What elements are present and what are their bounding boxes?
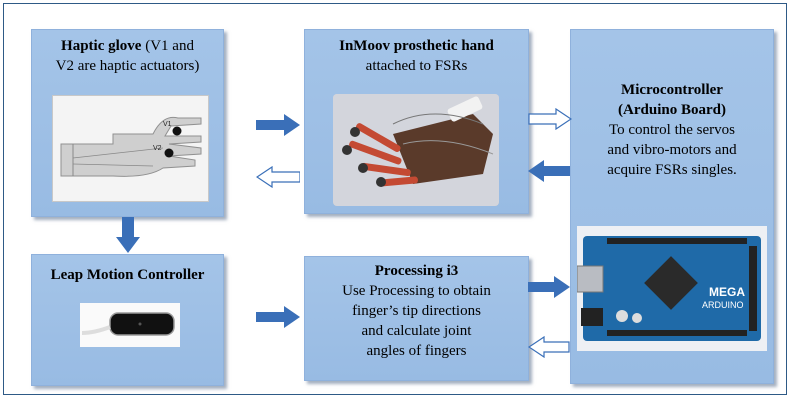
arrow-glove-to-leap [116,217,140,253]
microcontroller-box: Microcontroller (Arduino Board) To contr… [570,29,774,384]
arrow-microcontroller-to-hand [528,160,570,182]
inmoov-hand-box: InMoov prosthetic hand attached to FSRs [304,29,529,214]
haptic-glove-title-line2: V2 are haptic actuators) [55,58,200,74]
arrow-hand-to-glove [256,166,300,188]
arrow-leap-to-processing [256,306,300,328]
haptic-glove-box: Haptic glove (V1 and V2 are haptic actua… [31,29,224,217]
processing-title: Processing i3 [374,263,459,279]
haptic-glove-title-rest: (V1 and [141,38,194,54]
processing-desc-4: angles of fingers [366,343,467,359]
arrow-hand-to-microcontroller [528,108,572,130]
arduino-brand-label: ARDUINO [702,300,744,310]
v2-actuator [164,148,174,158]
processing-desc-2: finger’s tip directions [352,303,481,319]
arrow-processing-to-microcontroller [528,276,570,298]
leap-motion-title: Leap Motion Controller [50,267,205,283]
v2-label: V2 [153,145,162,152]
processing-box: Processing i3 Use Processing to obtain f… [304,256,529,381]
microcontroller-desc-2: and vibro-motors and [607,142,737,158]
haptic-glove-title-bold: Haptic glove [61,38,142,54]
arrow-microcontroller-to-processing [528,336,570,358]
microcontroller-title: Microcontroller [621,82,723,98]
v1-actuator [172,126,182,136]
arduino-model-label: MEGA [709,285,745,299]
inmoov-hand-title: InMoov prosthetic hand [339,38,494,54]
processing-desc-1: Use Processing to obtain [342,283,491,299]
inmoov-hand-subtitle: attached to FSRs [365,58,468,74]
microcontroller-subtitle: (Arduino Board) [618,102,726,118]
v1-label: V1 [163,121,172,128]
arrow-glove-to-hand [256,114,300,136]
leap-motion-photo [80,303,180,347]
microcontroller-desc-3: acquire FSRs singles. [607,162,737,178]
processing-desc-3: and calculate joint [361,323,472,339]
arduino-board-photo: ARDUINO MEGA [577,226,767,351]
prosthetic-hand-photo [333,94,499,206]
leap-motion-box: Leap Motion Controller [31,254,224,386]
microcontroller-desc-1: To control the servos [608,122,735,138]
diagram-frame [3,3,787,395]
haptic-glove-title: Haptic glove (V1 and [32,36,223,56]
glove-diagram-image: V1 V2 [52,95,209,202]
